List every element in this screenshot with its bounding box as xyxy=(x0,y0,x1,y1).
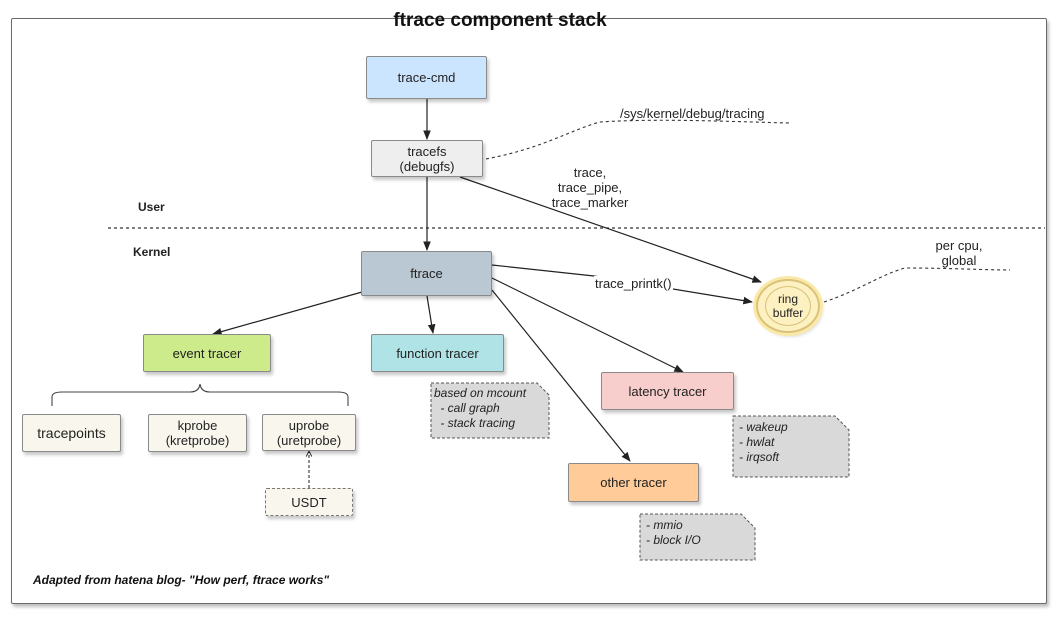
node-uprobe-line1: uprobe xyxy=(288,417,330,433)
node-trace-cmd: trace-cmd xyxy=(366,56,487,99)
label-per-cpu: per cpu, global xyxy=(922,238,996,268)
note-latency-line2: - hwlat xyxy=(739,435,775,449)
edge-ftrace-othertracer xyxy=(491,289,631,462)
ring-buffer-line1: ring xyxy=(777,292,798,306)
node-kprobe-line2: (kretprobe) xyxy=(165,433,230,448)
note-latency-line1: - wakeup xyxy=(739,420,788,434)
probe-group-brace xyxy=(51,383,349,406)
ring-buffer-line2: buffer xyxy=(772,306,804,320)
node-usdt: USDT xyxy=(265,488,353,516)
node-tracefs: tracefs (debugfs) xyxy=(371,140,483,177)
callout-tracefs-path xyxy=(479,119,791,161)
node-kprobe: kprobe (kretprobe) xyxy=(148,414,247,452)
note-function-line2: - call graph xyxy=(437,401,500,415)
node-other-tracer: other tracer xyxy=(568,463,699,502)
diagram-caption: Adapted from hatena blog- "How perf, ftr… xyxy=(33,573,330,587)
node-tracefs-line2: (debugfs) xyxy=(399,158,455,174)
node-function-tracer: function tracer xyxy=(371,334,504,372)
edge-ftrace-eventtracer xyxy=(212,291,363,336)
node-uprobe: uprobe (uretprobe) xyxy=(262,414,356,451)
note-shape-function xyxy=(430,382,550,439)
note-shape-latency xyxy=(732,415,850,478)
node-tracepoints: tracepoints xyxy=(22,414,121,452)
label-trace-files: trace, trace_pipe, trace_marker xyxy=(540,165,640,210)
note-shape-other xyxy=(639,513,756,561)
label-per-cpu-2: global xyxy=(941,253,977,268)
node-tracefs-line1: tracefs xyxy=(407,143,447,159)
region-label-kernel: Kernel xyxy=(133,245,171,259)
label-per-cpu-1: per cpu, xyxy=(935,238,983,253)
node-uprobe-line2: (uretprobe) xyxy=(276,432,342,448)
edge-ftrace-functiontracer xyxy=(426,295,436,334)
node-kprobe-line1: kprobe xyxy=(177,418,218,433)
diagram-frame xyxy=(11,18,1047,604)
note-latency-line3: - irqsoft xyxy=(739,450,780,464)
note-function-line1: based on mcount xyxy=(434,386,527,400)
label-trace-printk: trace_printk() xyxy=(594,276,673,291)
node-event-tracer: event tracer xyxy=(143,334,271,372)
label-sys-path: /sys/kernel/debug/tracing xyxy=(620,106,765,121)
note-other-line1: - mmio xyxy=(646,518,683,532)
edge-ftrace-latencytracer xyxy=(491,277,684,373)
node-ftrace: ftrace xyxy=(361,251,492,296)
diagram-title: ftrace component stack xyxy=(393,10,607,31)
callout-ringbuffer-percpu xyxy=(823,267,1011,303)
note-function-line3: - stack tracing xyxy=(437,416,516,430)
node-latency-tracer: latency tracer xyxy=(601,372,734,410)
label-trace-files-2: trace_pipe, xyxy=(557,180,623,195)
note-function-tracer: based on mcount - call graph - stack tra… xyxy=(431,383,549,434)
label-trace-files-1: trace, xyxy=(573,165,607,180)
note-other-tracer: - mmio - block I/O xyxy=(640,515,755,551)
note-other-line2: - block I/O xyxy=(646,533,701,547)
note-latency-tracer: - wakeup - hwlat - irqsoft xyxy=(733,417,849,468)
region-label-user: User xyxy=(138,200,165,214)
label-trace-files-3: trace_marker xyxy=(551,195,629,210)
edge-tracefs-ringbuffer xyxy=(459,176,762,283)
